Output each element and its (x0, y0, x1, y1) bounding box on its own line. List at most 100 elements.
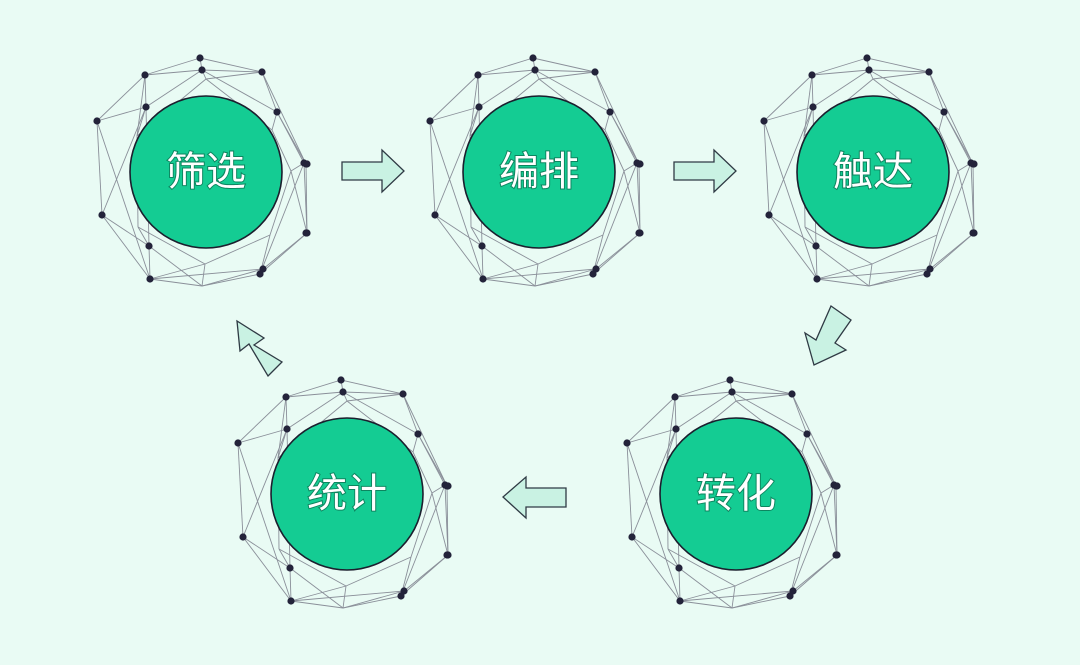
mesh-node (786, 592, 793, 599)
mesh-node (676, 597, 683, 604)
mesh-node (726, 376, 733, 383)
mesh-node (531, 66, 538, 73)
mesh-line (732, 586, 735, 608)
mesh-line (343, 596, 401, 608)
mesh-node (970, 160, 977, 167)
mesh-node (760, 117, 767, 124)
mesh-line (632, 537, 680, 601)
mesh-line (202, 264, 205, 286)
mesh-line (403, 394, 418, 434)
mesh-line (944, 112, 973, 164)
mesh-line (769, 215, 817, 279)
mesh-node (273, 108, 280, 115)
mesh-line (418, 434, 447, 486)
mesh-node (426, 117, 433, 124)
step-stats: 统计 (234, 376, 451, 608)
mesh-line (238, 443, 243, 537)
mesh-node (399, 390, 406, 397)
mesh-node (788, 390, 795, 397)
mesh-node (636, 160, 643, 167)
mesh-node (628, 533, 635, 540)
mesh-node (142, 103, 149, 110)
mesh-node (444, 482, 451, 489)
mesh-line (769, 215, 816, 246)
mesh-node (414, 430, 421, 437)
mesh-line (929, 72, 944, 112)
mesh-node (606, 108, 613, 115)
mesh-node (287, 597, 294, 604)
mesh-node (256, 270, 263, 277)
mesh-line (347, 394, 403, 401)
mesh-line (206, 72, 262, 79)
mesh-node (765, 211, 772, 218)
mesh-node (196, 54, 203, 61)
mesh-line (202, 274, 260, 286)
mesh-node (812, 242, 819, 249)
mesh-line (535, 274, 593, 286)
mesh-line (435, 215, 483, 279)
step-label: 转化 (696, 471, 776, 517)
mesh-node (234, 439, 241, 446)
mesh-node (635, 229, 642, 236)
mesh-line (243, 537, 291, 601)
mesh-node (675, 564, 682, 571)
mesh-node (589, 270, 596, 277)
arrow-down-left (805, 306, 851, 365)
mesh-node (397, 592, 404, 599)
mesh-line (807, 434, 836, 486)
mesh-line (102, 215, 149, 246)
arrow-right-2 (674, 150, 736, 192)
mesh-node (475, 103, 482, 110)
mesh-line (535, 264, 538, 286)
mesh-line (873, 72, 929, 79)
mesh-node (337, 376, 344, 383)
mesh-node (98, 211, 105, 218)
arrow-right-1 (342, 150, 404, 192)
mesh-line (482, 246, 483, 279)
mesh-line (149, 246, 150, 279)
mesh-line (792, 394, 807, 434)
mesh-line (816, 246, 817, 279)
mesh-node (431, 211, 438, 218)
mesh-line (243, 537, 290, 568)
mesh-node (803, 430, 810, 437)
mesh-node (728, 388, 735, 395)
mesh-line (790, 555, 837, 596)
mesh-line (869, 264, 872, 286)
mesh-line (102, 215, 150, 279)
mesh-node (443, 551, 450, 558)
mesh-node (940, 108, 947, 115)
mesh-node (832, 551, 839, 558)
step-label: 编排 (499, 149, 579, 195)
mesh-node (146, 275, 153, 282)
step-reach: 触达 (760, 54, 977, 286)
mesh-node (969, 229, 976, 236)
mesh-line (632, 537, 679, 568)
mesh-node (286, 564, 293, 571)
mesh-node (479, 275, 486, 282)
mesh-node (478, 242, 485, 249)
mesh-node (813, 275, 820, 282)
mesh-node (591, 68, 598, 75)
mesh-line (764, 121, 769, 215)
mesh-line (262, 72, 277, 112)
mesh-node (339, 388, 346, 395)
mesh-node (145, 242, 152, 249)
step-label: 触达 (833, 149, 913, 195)
mesh-line (595, 72, 610, 112)
arrow-left (503, 477, 566, 518)
mesh-node (529, 54, 536, 61)
mesh-node (671, 393, 678, 400)
mesh-line (401, 555, 448, 596)
mesh-node (198, 66, 205, 73)
step-orchestrate: 编排 (426, 54, 643, 286)
mesh-line (679, 568, 680, 601)
mesh-line (593, 233, 640, 274)
mesh-node (923, 270, 930, 277)
mesh-node (258, 68, 265, 75)
mesh-node (833, 482, 840, 489)
mesh-node (93, 117, 100, 124)
mesh-line (869, 274, 927, 286)
mesh-node (672, 425, 679, 432)
